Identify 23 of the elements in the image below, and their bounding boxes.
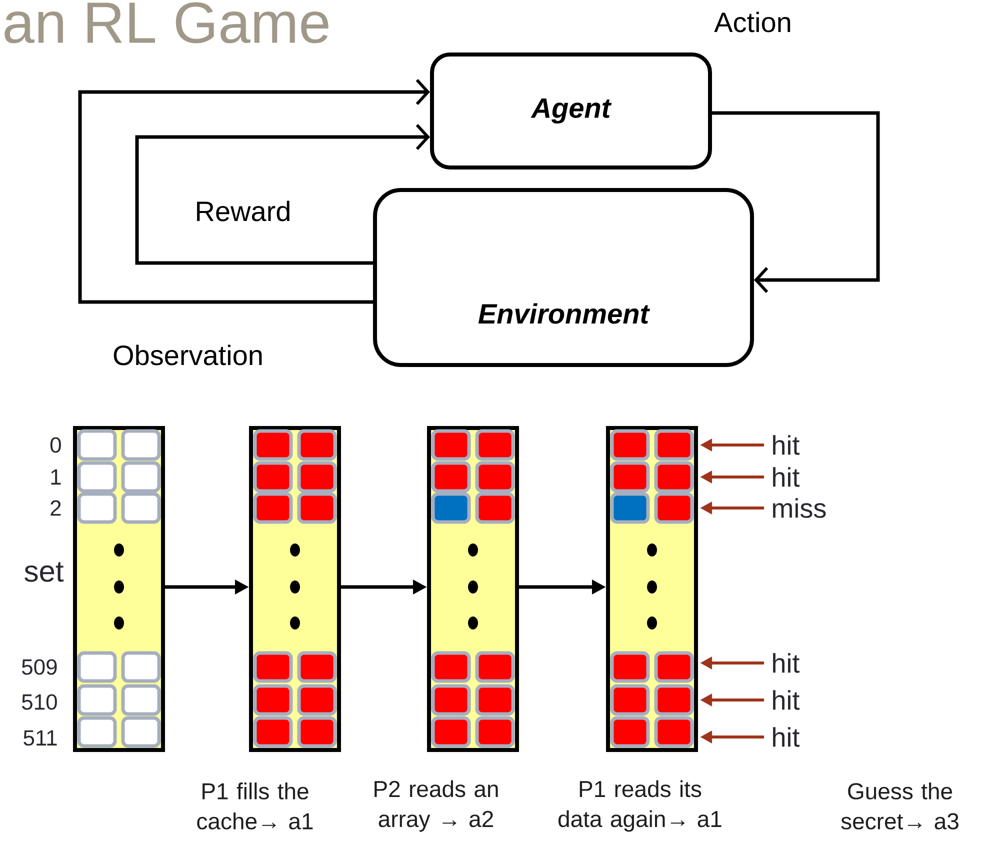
cache-column-drawing: [249, 426, 341, 752]
cache-column-drawing: [606, 426, 698, 752]
step-caption: P2 reads an array → a2: [374, 780, 498, 832]
status-label: hit: [773, 467, 800, 487]
edge-label: Reward: [197, 200, 290, 222]
cache-column-drawing: [73, 426, 165, 752]
title: an RL Game: [4, 2, 328, 44]
status-label: hit: [773, 435, 800, 455]
cache-column-drawing: [427, 426, 519, 752]
arrow: [712, 111, 880, 293]
status-label: hit: [773, 690, 800, 710]
step-caption: Guess the secret→ a3: [841, 782, 958, 830]
status-label: miss: [773, 498, 826, 518]
status-label: hit: [773, 727, 800, 747]
status-label: hit: [773, 653, 800, 673]
edge-label: Observation: [114, 344, 262, 366]
edge-label: Action: [714, 12, 790, 32]
step-caption: P1 fills the cache→ a1: [197, 782, 313, 830]
agent-box: Agent: [430, 52, 712, 170]
arrow: [135, 124, 430, 265]
environment-box: Environment: [373, 188, 754, 367]
arrow: [78, 78, 430, 304]
step-caption: P1 reads its data again→ a1: [558, 780, 722, 832]
